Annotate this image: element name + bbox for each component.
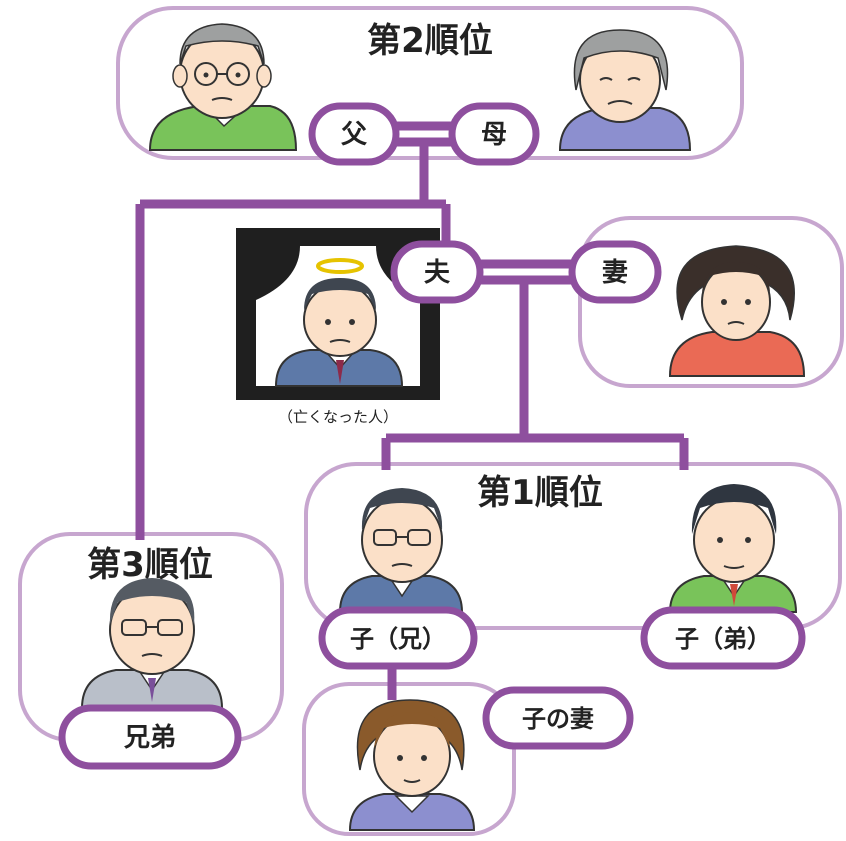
- connector-lines: [135, 121, 689, 700]
- grandmother-illustration: [558, 29, 692, 151]
- child-wife-label: 子の妻: [522, 705, 594, 733]
- child-wife-pill: 子の妻: [482, 686, 634, 750]
- rank2-title: 第2順位: [367, 21, 493, 61]
- wife-pill: 妻: [568, 240, 662, 304]
- sibling-pill: 兄弟: [58, 704, 242, 770]
- halo-icon: [316, 258, 364, 274]
- mother-label: 母: [481, 120, 507, 150]
- child-elder-illustration: [338, 488, 464, 613]
- husband-pill: 夫: [390, 240, 484, 304]
- child-younger-label: 子（弟）: [675, 625, 771, 653]
- child-elder-pill: 子（兄）: [318, 606, 478, 670]
- grandfather-illustration: [148, 23, 298, 151]
- child-younger-pill: 子（弟）: [640, 606, 806, 670]
- father-label: 父: [341, 120, 368, 150]
- child-wife-illustration: [348, 699, 476, 831]
- child-elder-label: 子（兄）: [350, 625, 446, 653]
- child-younger-illustration: [668, 484, 798, 613]
- mother-pill: 母: [448, 102, 540, 166]
- rank1-title: 第1順位: [477, 473, 603, 513]
- sibling-illustration: [80, 578, 224, 709]
- husband-label: 夫: [424, 258, 451, 288]
- sibling-label: 兄弟: [124, 723, 176, 753]
- deceased-caption: （亡くなった人）: [278, 408, 398, 426]
- wife-label: 妻: [602, 258, 628, 288]
- father-pill: 父: [308, 102, 400, 166]
- wife-illustration: [668, 245, 806, 377]
